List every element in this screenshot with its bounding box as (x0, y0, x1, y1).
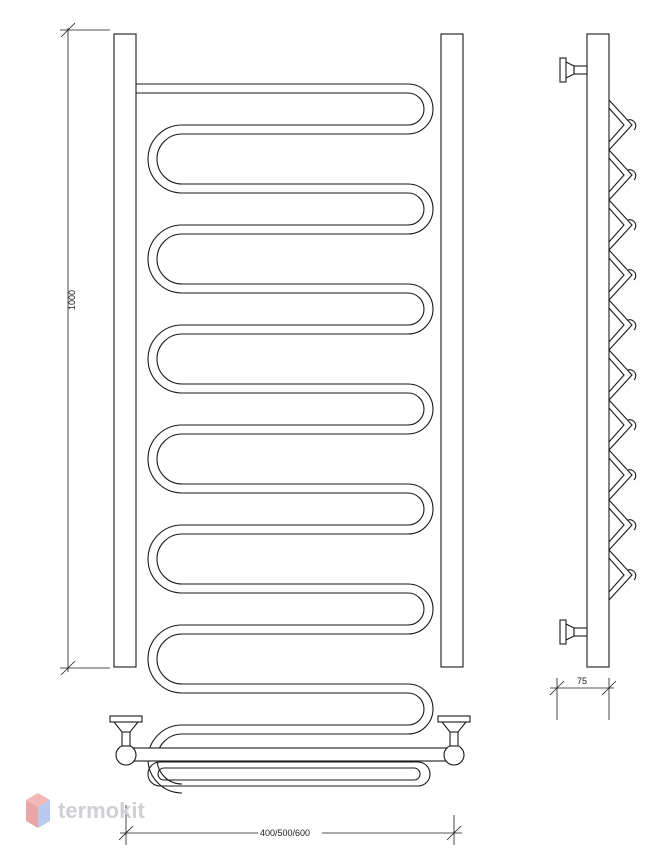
side-view (559, 33, 637, 668)
top-loop-inner (157, 767, 421, 781)
top-wall-brackets (109, 715, 471, 747)
side-zigzag-tubes (608, 99, 637, 601)
dimension-depth-label: 75 (577, 676, 587, 686)
dimension-height: 1000 (60, 22, 110, 676)
serpentine-outer-edge (136, 83, 434, 785)
right-collector-pipe (440, 33, 464, 668)
top-bar (129, 747, 459, 762)
left-collector-pipe (113, 33, 137, 668)
dimension-depth: 75 (549, 676, 617, 720)
top-view (109, 715, 471, 787)
top-loop-outer (147, 761, 431, 787)
dimension-height-label: 1000 (67, 290, 77, 310)
front-view (113, 33, 464, 794)
top-left-cap (115, 744, 137, 766)
termokit-watermark: termokit (26, 793, 145, 828)
side-wall-bracket (559, 57, 588, 645)
termokit-logo-icon (26, 793, 50, 828)
termokit-brand-text: termokit (58, 798, 145, 823)
top-right-cap (443, 744, 465, 766)
dimension-width: 400/500/600 (118, 805, 462, 845)
serpentine-tube (136, 83, 434, 794)
side-collector-pipe (586, 33, 610, 668)
serpentine-inner-edge (136, 92, 425, 794)
dimension-width-label: 400/500/600 (260, 828, 310, 838)
